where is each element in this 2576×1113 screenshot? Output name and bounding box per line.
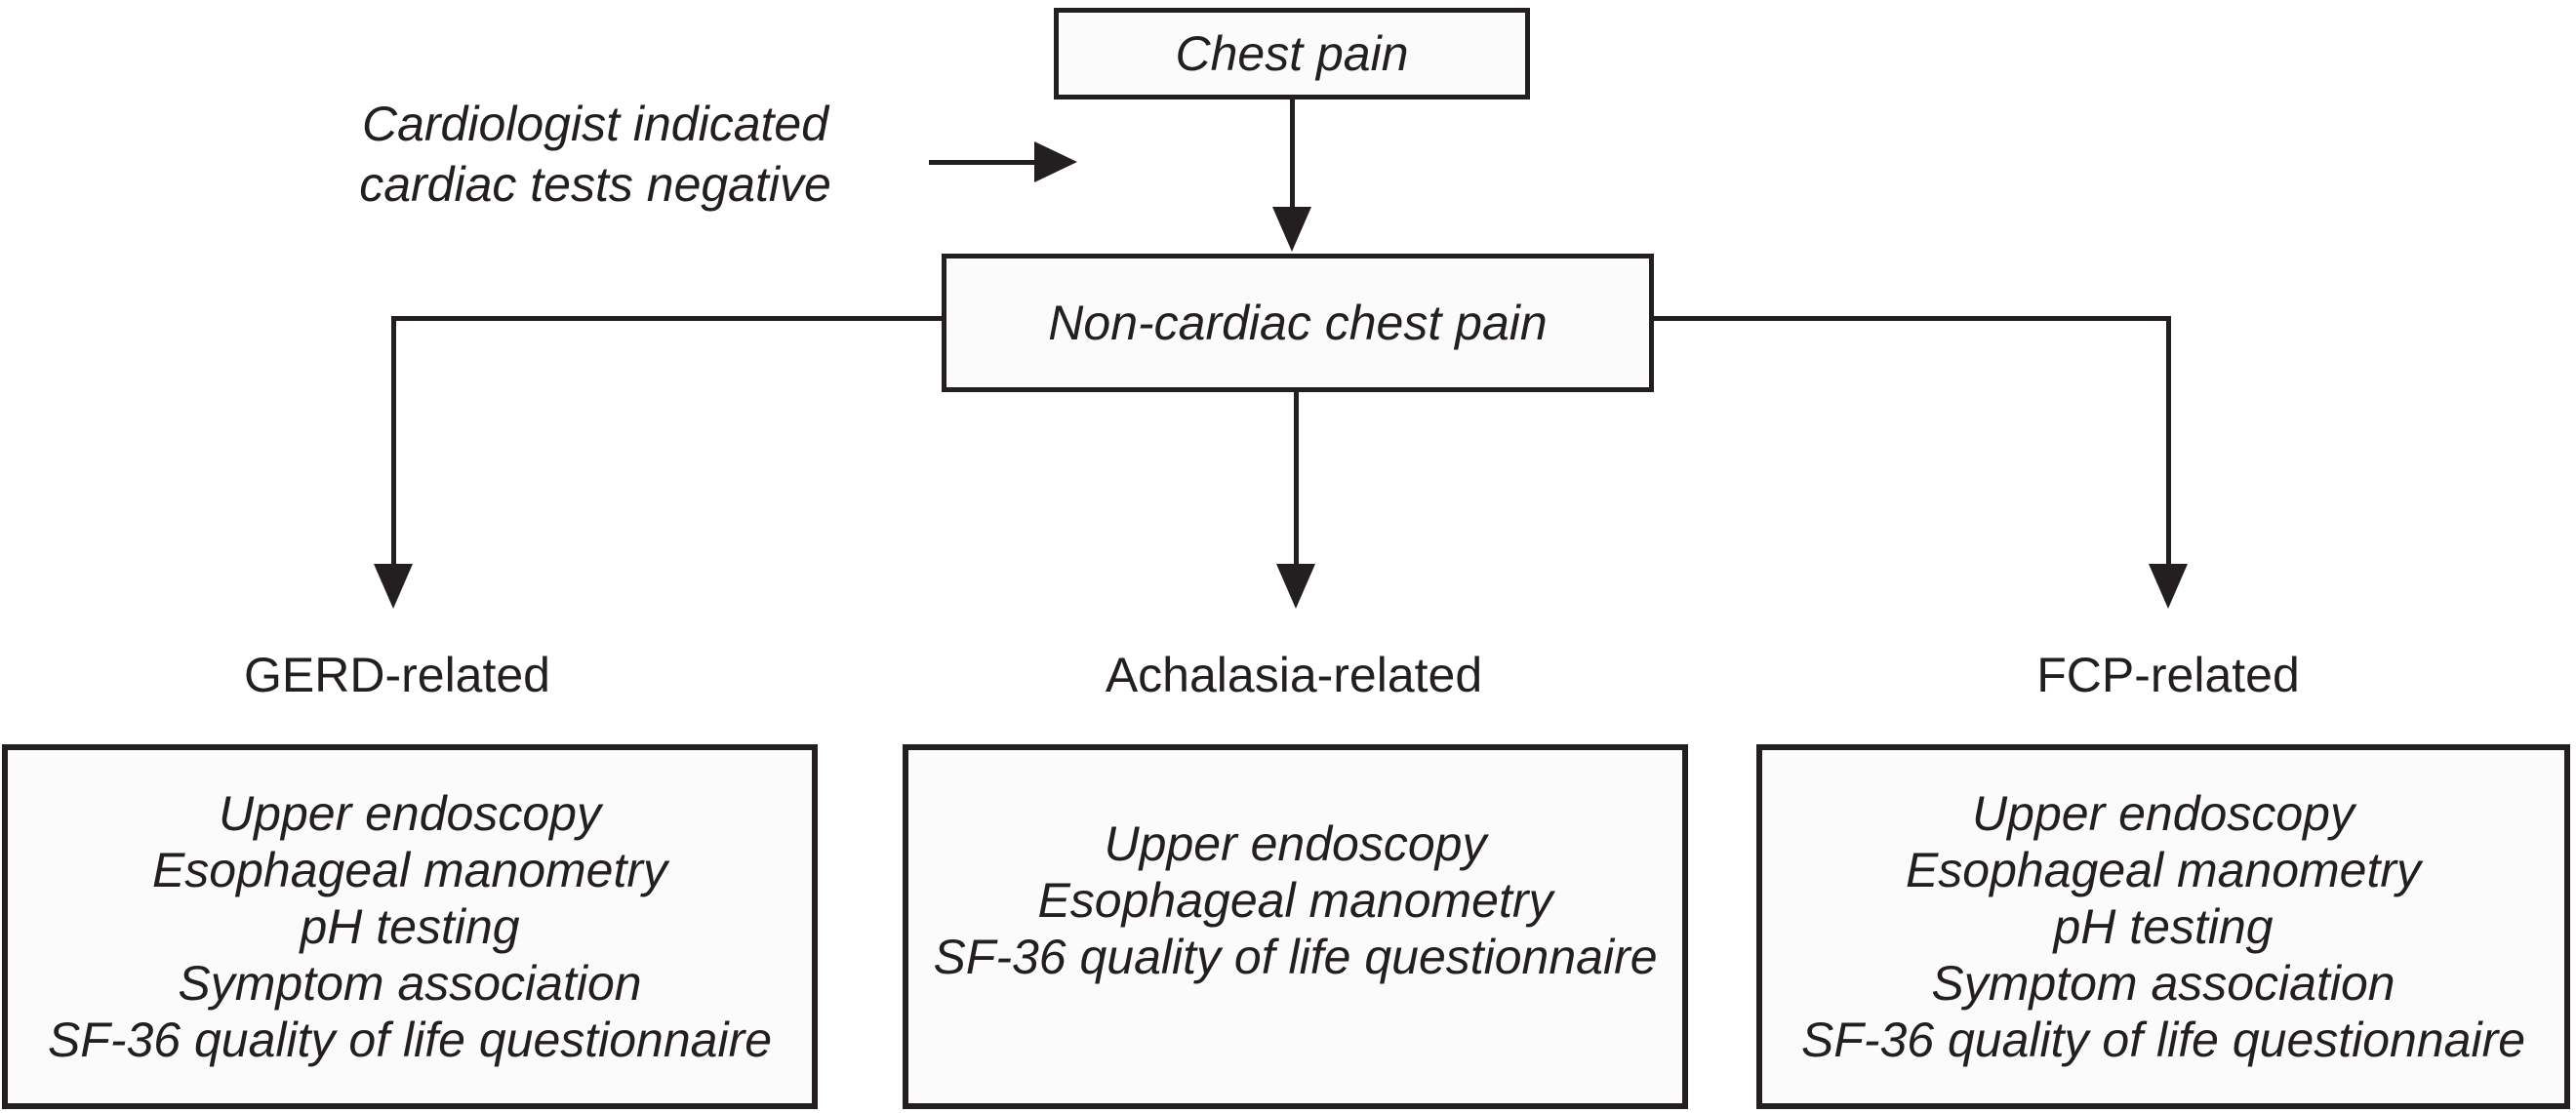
chest-pain-box: Chest pain [1054,8,1530,99]
non-cardiac-label: Non-cardiac chest pain [1048,296,1548,350]
note-arrow-line [929,160,1036,165]
gerd-test-item: Esophageal manometry [151,843,668,897]
gerd-tests-box: Upper endoscopy Esophageal manometry pH … [2,744,818,1109]
achalasia-test-item: Upper endoscopy [1104,815,1487,871]
note-arrow-head-icon [1034,141,1077,182]
fcp-test-item: Upper endoscopy [1972,786,2355,841]
non-cardiac-box: Non-cardiac chest pain [942,254,1654,392]
fcp-test-item: pH testing [2053,899,2274,954]
branch-label-fcp: FCP-related [2036,648,2300,702]
branch-line-left-horizontal [393,316,942,321]
fcp-tests-box: Upper endoscopy Esophageal manometry pH … [1756,744,2570,1109]
gerd-test-item: Upper endoscopy [219,786,601,841]
branch-arrow-left-head-icon [374,564,413,609]
branch-arrow-right-head-icon [2149,564,2188,609]
chest-pain-label: Chest pain [1175,26,1409,81]
gerd-test-item: pH testing [300,899,520,954]
achalasia-tests-box: Upper endoscopy Esophageal manometry SF-… [903,744,1688,1109]
arrow-chest-to-noncardiac-head-icon [1272,207,1311,252]
branch-line-middle-vertical [1294,392,1299,566]
gerd-test-item: Symptom association [178,956,642,1011]
cardiologist-note-line-1: Cardiologist indicated [361,97,829,151]
arrow-chest-to-noncardiac-line [1290,99,1295,209]
achalasia-test-item: SF-36 quality of life questionnaire [933,929,1658,984]
branch-label-achalasia: Achalasia-related [1105,648,1483,702]
achalasia-test-item: Esophageal manometry [1037,872,1553,928]
branch-label-gerd: GERD-related [244,648,550,702]
branch-line-left-vertical [391,316,396,566]
fcp-test-item: SF-36 quality of life questionnaire [1800,1013,2526,1067]
cardiologist-note: Cardiologist indicated cardiac tests neg… [332,94,859,215]
branch-line-right-horizontal [1654,316,2168,321]
gerd-test-item: SF-36 quality of life questionnaire [47,1013,773,1067]
cardiologist-note-line-2: cardiac tests negative [359,157,831,212]
fcp-test-item: Esophageal manometry [1905,843,2422,897]
branch-line-right-vertical [2166,316,2171,566]
fcp-test-item: Symptom association [1931,956,2395,1011]
branch-arrow-middle-head-icon [1276,564,1315,609]
